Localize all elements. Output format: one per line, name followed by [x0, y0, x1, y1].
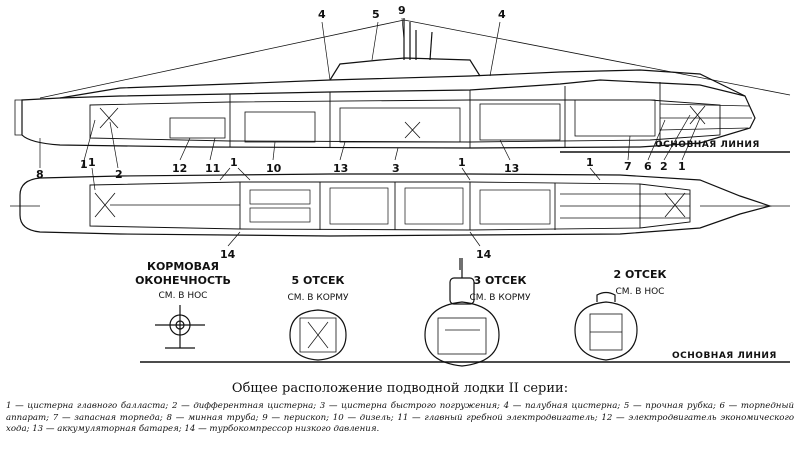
side-label-7: 7	[624, 160, 632, 173]
plan-labels: 1 1 1 1 14 14	[88, 156, 594, 261]
plan-label-14b: 14	[476, 248, 492, 261]
plan-label-1b: 1	[230, 156, 238, 169]
side-label-10: 10	[266, 162, 282, 175]
section-2-title: 2 ОТСЕК	[614, 268, 667, 281]
section-stern	[155, 305, 205, 349]
side-label-5: 5	[372, 8, 380, 21]
submarine-diagram: 4 5 9 4 8 1 2 12 11 10 13 3 13 7 6 2 1 1…	[10, 4, 791, 367]
side-label-2: 2	[115, 168, 123, 181]
section-3-sub: СМ. В КОРМУ	[470, 293, 531, 303]
side-label-6: 6	[644, 160, 652, 173]
plan-label-1c: 1	[458, 156, 466, 169]
side-label-12: 12	[172, 162, 187, 175]
plan-hull-outline	[19, 173, 773, 237]
section-2	[574, 291, 638, 361]
side-label-4b: 4	[498, 8, 506, 21]
section-5-title: 5 ОТСЕК	[292, 274, 345, 287]
section-5	[289, 309, 347, 361]
side-labels: 4 5 9 4 8 1 2 12 11 10 13 3 13 7 6 2 1	[36, 4, 686, 181]
side-label-4a: 4	[318, 8, 326, 21]
section-5-sub: СМ. В КОРМУ	[288, 293, 349, 303]
section-titles: КОРМОВАЯ ОКОНЕЧНОСТЬ СМ. В НОС 5 ОТСЕК С…	[135, 260, 666, 303]
waterline-label-bottom: ОСНОВНАЯ ЛИНИЯ	[672, 351, 777, 361]
section-stern-title-2: ОКОНЕЧНОСТЬ	[135, 274, 231, 287]
side-profile	[14, 18, 791, 149]
side-hull-outline	[21, 79, 756, 149]
conning-tower	[329, 57, 481, 81]
plan-label-1a: 1	[88, 156, 96, 169]
plan-view	[10, 173, 790, 237]
side-label-8: 8	[36, 168, 44, 181]
side-label-1: 1	[80, 158, 88, 171]
section-stern-title-1: КОРМОВАЯ	[147, 260, 219, 273]
side-label-11: 11	[205, 162, 220, 175]
waterline-label-top: ОСНОВНАЯ ЛИНИЯ	[655, 140, 760, 150]
side-label-2b: 2	[660, 160, 668, 173]
pressure-hull	[89, 99, 721, 143]
plan-pressure-hull	[89, 181, 691, 231]
leader-lines	[39, 17, 701, 247]
jumping-wire	[39, 19, 791, 99]
side-label-1b: 1	[678, 160, 686, 173]
side-label-3: 3	[392, 162, 400, 175]
figure-caption: Общее расположение подводной лодки II се…	[231, 381, 569, 396]
plan-label-14a: 14	[220, 248, 236, 261]
section-2-sub: СМ. В НОС	[616, 287, 665, 297]
cross-sections	[140, 258, 790, 367]
side-deck-line	[59, 69, 746, 99]
section-stern-sub: СМ. В НОС	[159, 291, 208, 301]
periscope-mast-4	[429, 31, 433, 61]
side-label-13a: 13	[333, 162, 348, 175]
plan-label-1d: 1	[586, 156, 594, 169]
side-label-13b: 13	[504, 162, 519, 175]
section-3-title: 3 ОТСЕК	[474, 274, 527, 287]
side-label-9: 9	[398, 4, 406, 17]
figure-legend: 1 — цистерна главного балласта; 2 — дифф…	[6, 401, 794, 434]
